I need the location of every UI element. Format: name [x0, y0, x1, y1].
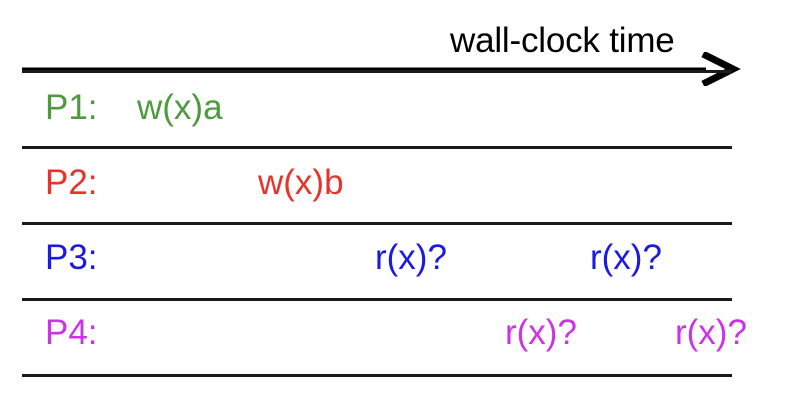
process-label-p4: P4: — [45, 313, 98, 352]
process-label-p1: P1: — [45, 88, 98, 127]
wall-clock-time-label: wall-clock time — [450, 21, 675, 60]
process-label-p3: P3: — [45, 238, 98, 277]
event-p3-0: r(x)? — [375, 238, 447, 277]
process-row-p4: P4: r(x)? r(x)? — [0, 311, 800, 383]
process-row-p1: P1: w(x)a — [0, 86, 800, 158]
event-p2-0: w(x)b — [258, 163, 344, 202]
process-row-p3: P3: r(x)? r(x)? — [0, 236, 800, 308]
event-p3-1: r(x)? — [590, 238, 662, 277]
separator-rule-bottom — [22, 374, 732, 377]
separator-rule-p2-p3 — [22, 222, 732, 225]
separator-rule-p1-p2 — [22, 146, 732, 149]
event-p1-0: w(x)a — [137, 88, 223, 127]
event-p4-0: r(x)? — [505, 313, 577, 352]
separator-rule-top — [22, 70, 732, 73]
process-row-p2: P2: w(x)b — [0, 161, 800, 233]
time-axis-arrow-icon — [22, 52, 741, 86]
process-label-p2: P2: — [45, 163, 98, 202]
separator-rule-p3-p4 — [22, 298, 732, 301]
event-p4-1: r(x)? — [675, 313, 747, 352]
